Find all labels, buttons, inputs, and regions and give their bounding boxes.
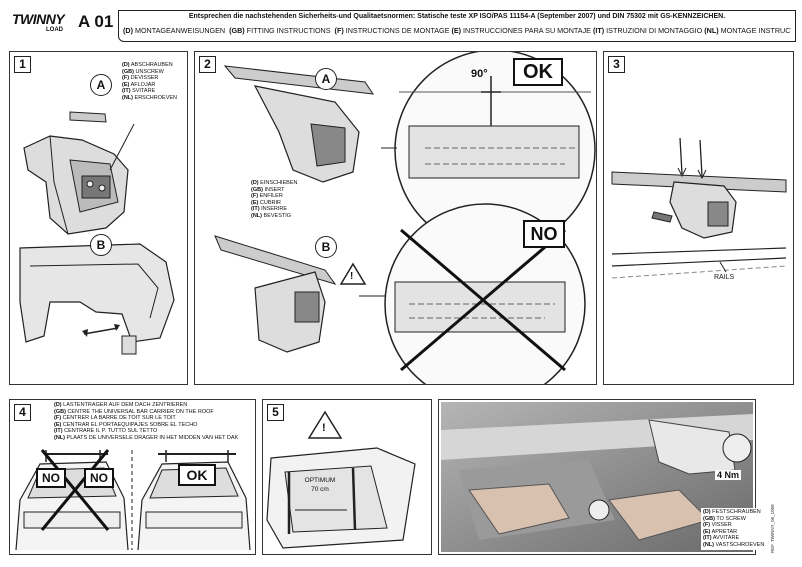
- warning-icon: !: [322, 422, 326, 434]
- languages-line: (D) MONTAGEANWEISUNGEN (GB) FITTING INST…: [123, 26, 791, 35]
- step-1-illustration: [19, 111, 175, 355]
- step-number: 2: [199, 56, 216, 73]
- lang-code: (E): [451, 26, 462, 35]
- no-stamp-right: NO: [84, 468, 114, 488]
- document-header: TWINNY LOAD A 01 Entsprechen die nachste…: [8, 8, 796, 42]
- distance-label: 70 cm: [311, 486, 329, 493]
- panel-step-3: 3 RAILS: [603, 51, 794, 385]
- brand-sub: LOAD: [46, 27, 63, 33]
- label-a: A: [90, 74, 112, 96]
- step-6-photo: [441, 402, 753, 552]
- panel-step-1: 1 A B (D) ABSCHRAUBEN (GB) UNSCREW (F) D…: [9, 51, 188, 385]
- norms-text: Entsprechen die nachstehenden Sicherheit…: [188, 13, 726, 20]
- step-3-illustration: [611, 137, 787, 279]
- lang-code: (F): [334, 26, 344, 35]
- lang-text: MONTAGEANWEISUNGEN: [134, 26, 226, 35]
- panel-step-6: 6 4 Nm (D) FESTSCHRAUBEN (GB) TO SCREW (…: [438, 399, 767, 555]
- lang-code: (D): [123, 26, 133, 35]
- step-number: 3: [608, 56, 625, 73]
- label-b: B: [315, 236, 337, 258]
- twinny-load-logo: TWINNY LOAD: [12, 11, 78, 39]
- panel-step-2: 2 A B 90° OK NO ! (D) EINSCHIEBEN (GB) I…: [194, 51, 597, 385]
- lang-text: ISTRUZIONI DI MONTAGGIO: [606, 26, 703, 35]
- ok-stamp: OK: [513, 58, 563, 86]
- lang-code: (NL): [704, 26, 719, 35]
- optimum-box: OPTIMUM 70 cm: [295, 476, 345, 494]
- insert-legend: (D) EINSCHIEBEN (GB) INSERT (F) ENFILER …: [251, 180, 298, 219]
- ok-stamp: OK: [178, 464, 216, 486]
- panel-step-5: 5 ! OPTIMUM 70 cm: [262, 399, 432, 555]
- label-a: A: [315, 68, 337, 90]
- step-number: 4: [14, 404, 31, 421]
- step-2-illustration: [214, 52, 596, 384]
- lang-text: MONTAGE INSTRUCTIES.: [720, 26, 791, 35]
- panel-step-4: 4 (D) LASTENTRAGER AUF DEM DACH ZENTRIER…: [9, 399, 256, 555]
- step-number: 1: [14, 56, 31, 73]
- optimum-label: OPTIMUM: [304, 477, 336, 484]
- rails-label: RAILS: [714, 274, 735, 281]
- lang-code: (GB): [229, 26, 245, 35]
- angle-label: 90°: [471, 68, 488, 80]
- no-stamp-left: NO: [36, 468, 66, 488]
- no-stamp: NO: [523, 220, 565, 248]
- lang-text: INSTRUCTIONS DE MONTAGE: [345, 26, 450, 35]
- centre-legend: (D) LASTENTRAGER AUF DEM DACH ZENTRIEREN…: [54, 402, 239, 441]
- lang-text: FITTING INSTRUCTIONS: [246, 26, 331, 35]
- torque-label: 4 Nm: [715, 470, 742, 480]
- document-reference: REF. TWINNY_06_1008: [770, 504, 775, 553]
- label-b: B: [90, 234, 112, 256]
- brand-name: TWINNY: [12, 11, 65, 27]
- step-number: 5: [267, 404, 284, 421]
- warning-icon: !: [350, 271, 354, 282]
- unscrew-legend: (D) ABSCHRAUBEN (GB) UNSCREW (F) DEVISSE…: [122, 62, 178, 101]
- header-box: Entsprechen die nachstehenden Sicherheit…: [118, 10, 796, 42]
- lang-text: INSTRUCCIONES PARA SU MONTAJE: [463, 26, 591, 35]
- lang-code: (IT): [592, 26, 605, 35]
- step-5-illustration: [266, 410, 416, 549]
- screw-legend: (D) FESTSCHRAUBEN (GB) TO SCREW (F) VISS…: [701, 508, 767, 550]
- model-number: A 01: [78, 12, 114, 31]
